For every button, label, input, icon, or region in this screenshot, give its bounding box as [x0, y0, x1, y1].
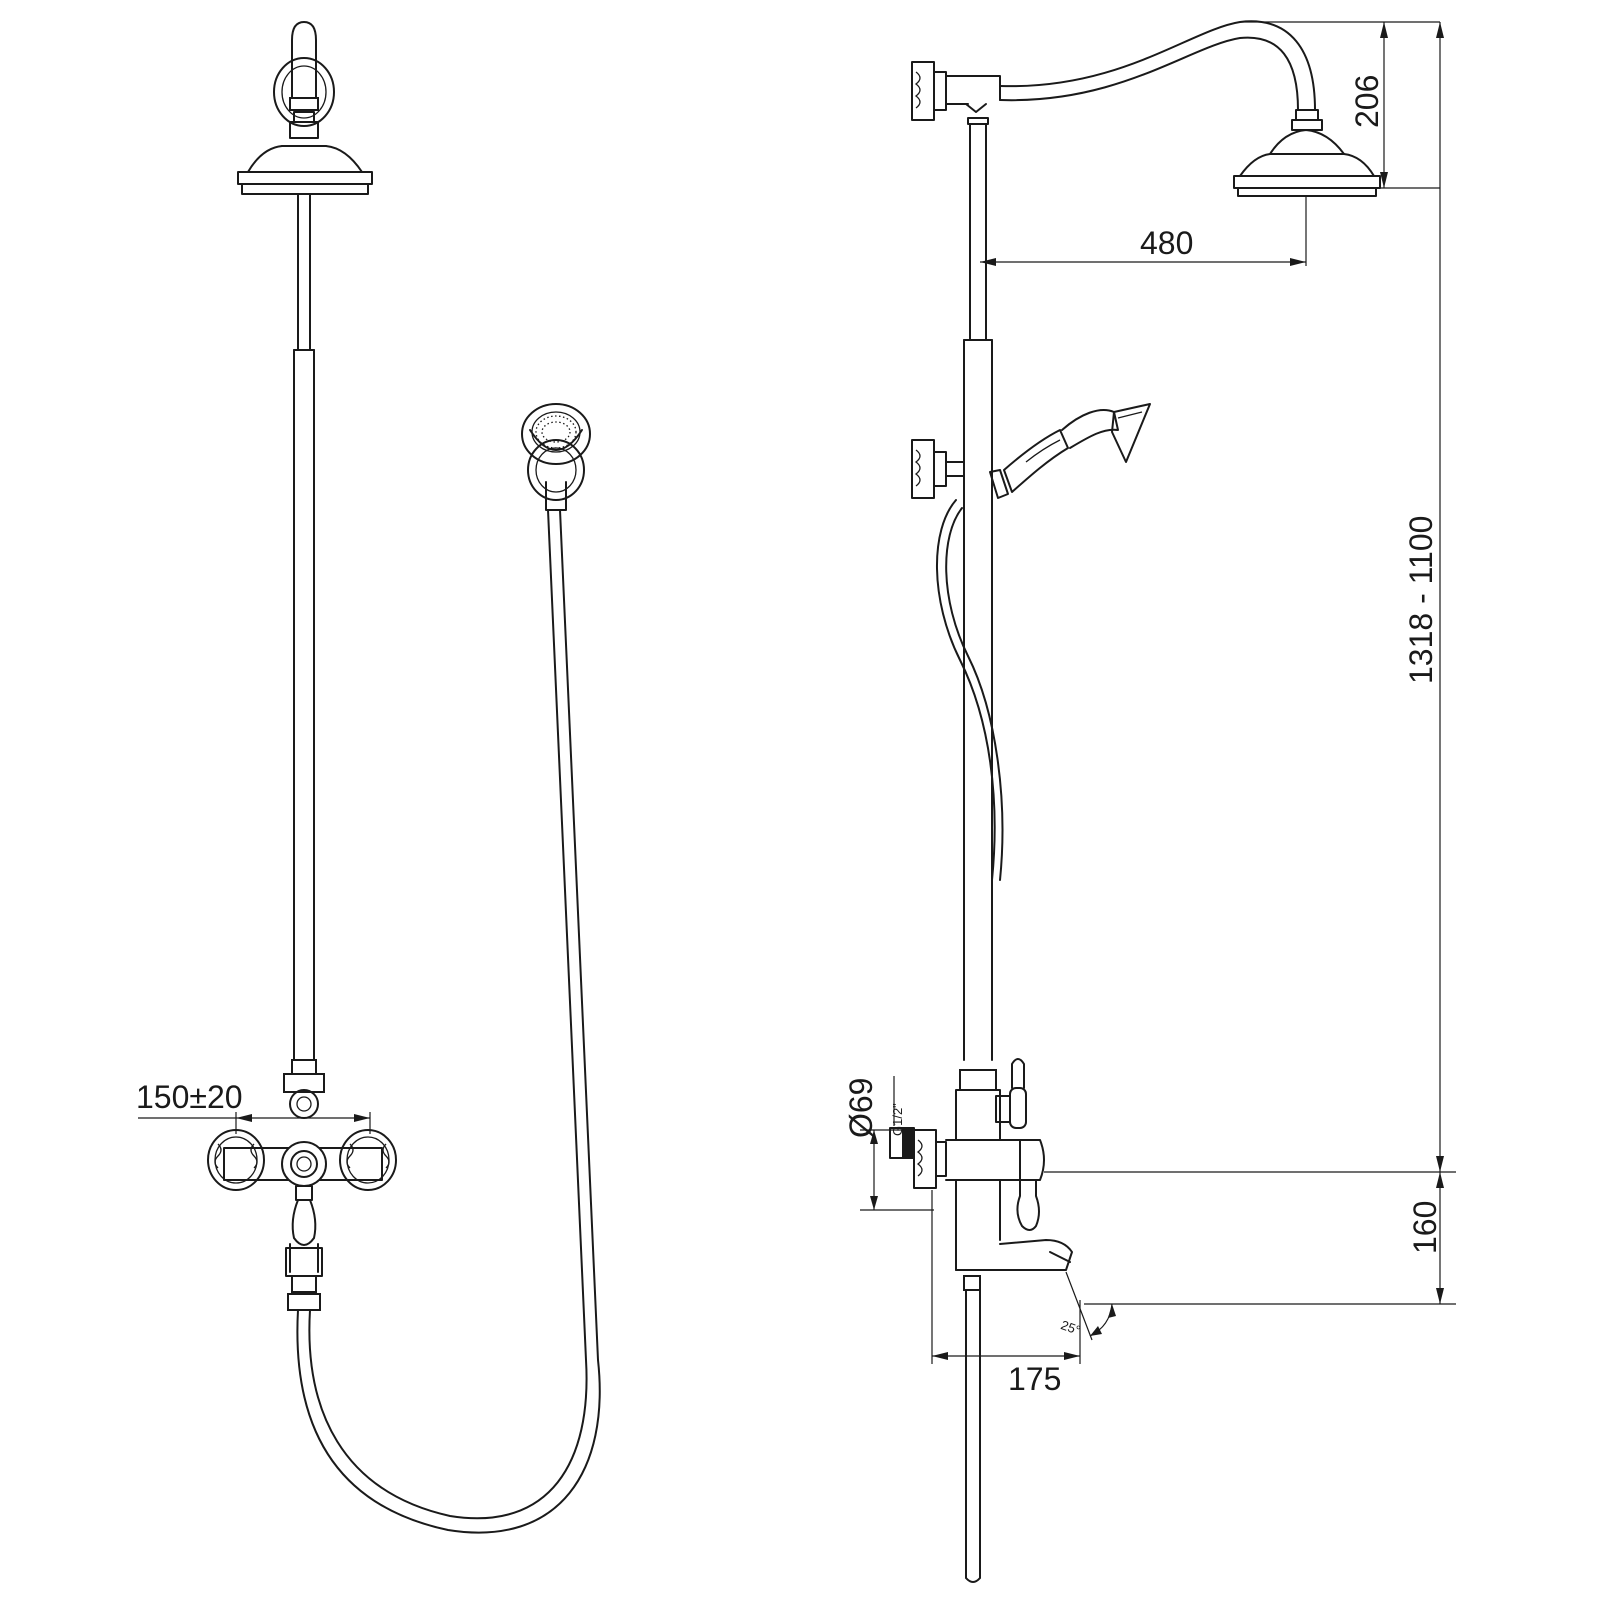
- head-drop-label: 206: [1349, 75, 1385, 128]
- head-reach-label: 480: [1140, 225, 1193, 261]
- front-overhead-shower-head: [237, 145, 373, 195]
- head-drop-dimension: 206: [1240, 21, 1440, 189]
- front-riser-pipe: [283, 193, 325, 1093]
- side-top-bracket: [911, 61, 991, 121]
- front-view: 150±20: [136, 21, 601, 1534]
- spout-angle-dimension: 25°: [1059, 1271, 1116, 1341]
- side-hand-shower-holder: [911, 439, 965, 499]
- spout-reach-dimension: 175: [931, 1190, 1081, 1397]
- side-view: 206 480 1318 - 1100 160: [843, 20, 1456, 1583]
- centers-dimension: 150±20: [136, 1079, 371, 1134]
- front-hand-shower: [521, 403, 591, 511]
- centers-label: 150±20: [136, 1079, 243, 1115]
- spout-drop-label: 160: [1407, 1201, 1443, 1254]
- side-hand-shower: [989, 403, 1151, 499]
- side-overhead-shower-head: [1233, 129, 1381, 197]
- head-reach-dimension: 480: [980, 196, 1307, 266]
- thread-label: G1/2": [890, 1103, 905, 1136]
- spout-angle-label: 25°: [1059, 1317, 1083, 1338]
- side-riser-pipe: [963, 117, 993, 1061]
- height-range-dimension: 1318 - 1100: [1403, 22, 1444, 1172]
- side-swan-neck-arm: [965, 20, 1323, 131]
- spout-drop-dimension: 160: [1044, 1171, 1456, 1305]
- front-top-bracket: [273, 21, 335, 139]
- side-mixer-body: [889, 1058, 1073, 1583]
- front-flexible-hose: [296, 509, 601, 1534]
- wall-flange-dimension: Ø69 G1/2": [843, 1076, 934, 1211]
- side-flexible-hose: [936, 499, 1004, 881]
- height-range-label: 1318 - 1100: [1403, 516, 1439, 684]
- spout-reach-label: 175: [1008, 1361, 1061, 1397]
- wall-diameter-label: Ø69: [843, 1078, 879, 1138]
